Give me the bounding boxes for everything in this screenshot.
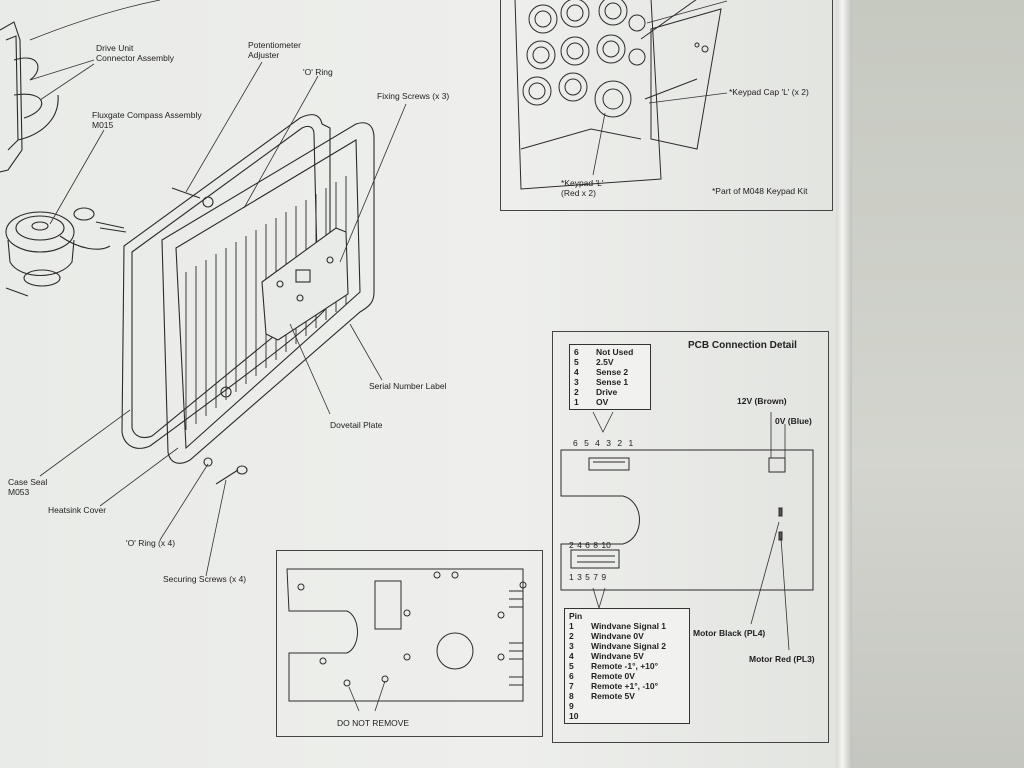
background-wall: [852, 0, 1024, 768]
board-outline-drawing: [286, 568, 527, 712]
label-0v-blue: 0V (Blue): [775, 416, 812, 426]
pcb-drawing: [560, 411, 814, 651]
label-o-ring-bottom: 'O' Ring (x 4): [126, 538, 176, 548]
pcb-title: PCB Connection Detail: [688, 340, 797, 351]
label-12v-brown: 12V (Brown): [737, 396, 787, 406]
pin-table-row: 10: [569, 711, 579, 721]
label-motor-red: Motor Red (PL3): [749, 654, 815, 664]
top-pin-numbers: 6 5 4 3 2 1: [573, 438, 634, 448]
bottom-odd-numbers: 1 3 5 7 9: [569, 572, 607, 582]
label-o-ring-top: 'O' Ring: [303, 67, 333, 77]
label-dovetail: Dovetail Plate: [330, 420, 383, 430]
label-heatsink: Heatsink Cover: [48, 505, 107, 515]
label-serial-number: Serial Number Label: [369, 381, 447, 391]
label-keypad-cap: *Keypad Cap 'L' (x 2): [729, 87, 809, 97]
page-edge: [836, 0, 852, 768]
keypad-panel: [500, 0, 833, 211]
keypad-drawing: [514, 0, 728, 190]
label-keypad-kit: *Part of M048 Keypad Kit: [712, 186, 808, 196]
manual-page: [0, 0, 850, 768]
label-keypad: *Keypad 'L'(Red x 2): [561, 178, 604, 198]
label-securing-screws: Securing Screws (x 4): [163, 574, 247, 584]
label-fixing-screws: Fixing Screws (x 3): [377, 91, 450, 101]
exploded-diagram: [0, 0, 407, 577]
pin-table-header: Pin: [569, 611, 583, 621]
label-motor-black: Motor Black (PL4): [693, 628, 766, 638]
label-do-not-remove: DO NOT REMOVE: [337, 718, 410, 728]
bottom-even-numbers: 2 4 6 8 10: [569, 540, 611, 550]
pin-table-row: 9: [569, 701, 574, 711]
board-outline-panel: [276, 550, 543, 737]
